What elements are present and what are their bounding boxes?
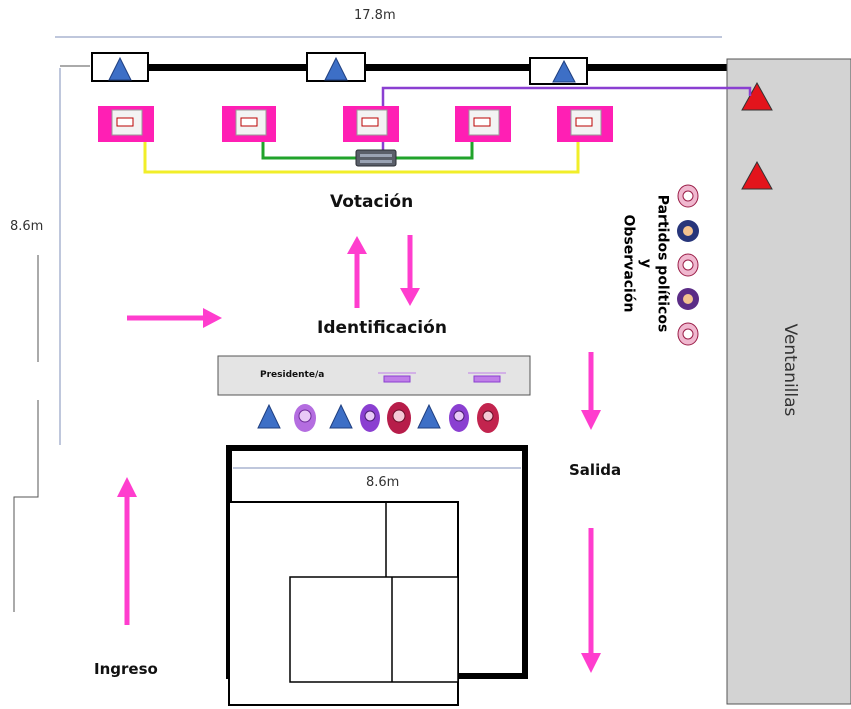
observer-1 <box>677 184 699 208</box>
top-wall <box>92 64 732 71</box>
red-triangle-icon <box>741 160 773 190</box>
person-topview-icon <box>387 402 411 434</box>
partidos-line-1: Partidos políticos y <box>637 194 671 333</box>
left-dimension-label: 8.6m <box>10 219 44 234</box>
votacion-label: Votación <box>330 192 414 212</box>
blue-triangle-icon <box>257 403 281 429</box>
laptop-icon <box>378 372 416 383</box>
presidente-label: Presidente/a <box>260 370 325 380</box>
yellow-cable <box>143 142 580 174</box>
arrow-down-salida-1 <box>581 352 601 430</box>
partidos-line-2: Observación <box>620 214 637 313</box>
identificacion-label: Identificación <box>317 318 447 338</box>
network-switch-icon <box>355 149 397 167</box>
arrow-down-votacion <box>400 235 420 306</box>
arrow-down-salida-2 <box>581 528 601 673</box>
arrow-up-votacion <box>347 236 367 308</box>
partidos-observacion-label: Partidos políticos y Observación <box>620 194 671 334</box>
ventanillas-label: Ventanillas <box>780 323 800 417</box>
voting-booth-4 <box>455 106 511 142</box>
voting-booth-5 <box>557 106 613 142</box>
person-topview-icon <box>294 404 316 432</box>
observer-5 <box>677 322 699 346</box>
wall-camera-1 <box>91 52 149 82</box>
voting-booth-3 <box>343 106 399 142</box>
ingreso-label: Ingreso <box>94 660 158 678</box>
person-topview-icon <box>477 403 499 433</box>
inner-dimension-label: 8.6m <box>366 475 400 490</box>
inner-square <box>289 576 459 683</box>
top-dimension-label: 17.8m <box>354 8 396 23</box>
person-topview-icon <box>360 404 380 432</box>
laptop-icon <box>468 372 506 383</box>
arrow-right-entrance <box>127 308 222 328</box>
blue-triangle-icon <box>329 403 353 429</box>
observer-3 <box>677 253 699 277</box>
person-topview-icon <box>449 404 469 432</box>
ventanillas-area <box>726 58 851 705</box>
red-triangle-icon <box>741 81 773 111</box>
arrow-up-ingreso <box>117 477 137 625</box>
observer-2 <box>677 220 699 242</box>
observer-4 <box>677 288 699 310</box>
left-bracket-lower <box>13 400 39 612</box>
salida-label: Salida <box>569 461 622 479</box>
voting-booth-2 <box>222 106 276 142</box>
voting-booth-1 <box>98 106 154 142</box>
wall-camera-3 <box>529 57 588 85</box>
wall-camera-2 <box>306 52 366 82</box>
blue-triangle-icon <box>417 403 441 429</box>
